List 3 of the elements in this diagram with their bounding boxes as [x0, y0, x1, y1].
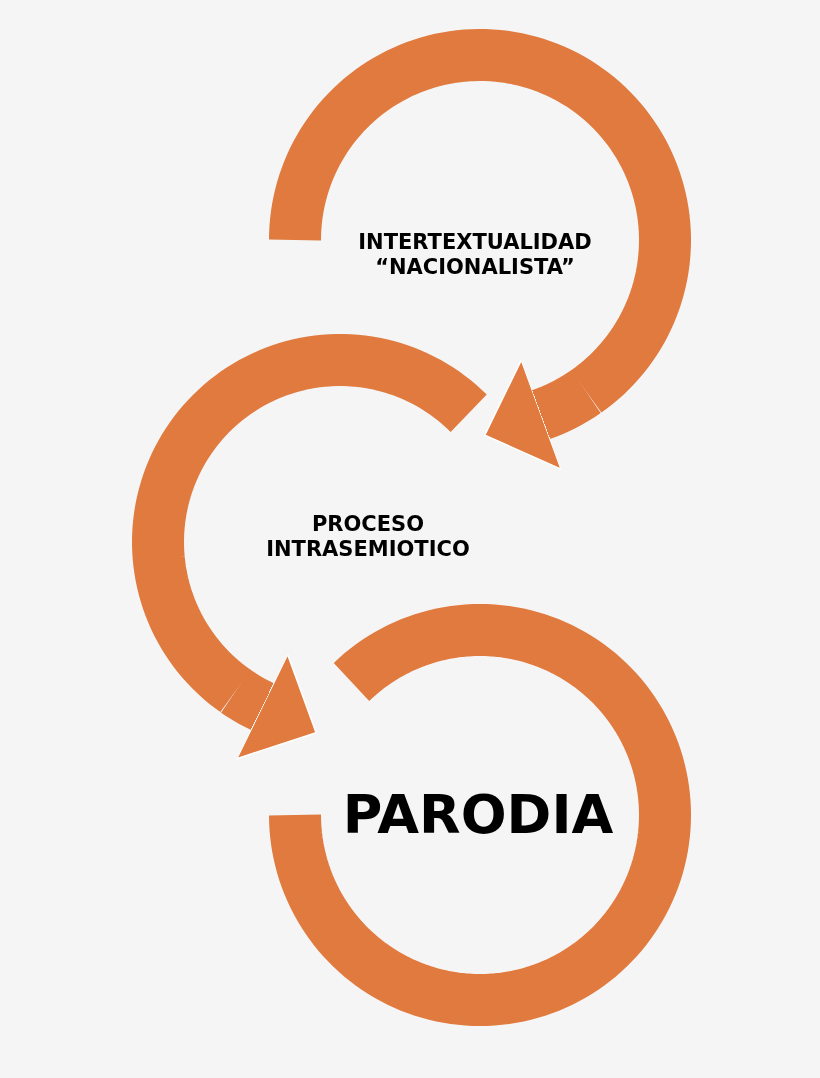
node-label: PARODIA — [341, 782, 615, 848]
node-label: INTERTEXTUALIDAD “NACIONALISTA” — [357, 229, 593, 281]
node-label: PROCESO INTRASEMIOTICO — [265, 511, 471, 563]
